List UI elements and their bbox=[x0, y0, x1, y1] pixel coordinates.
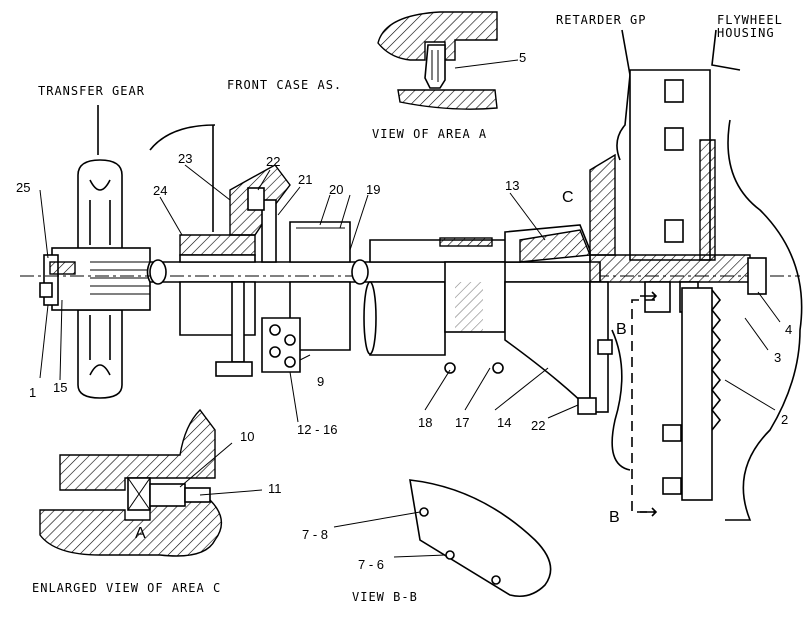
callout-1: 1 bbox=[29, 385, 36, 400]
area-c-detail bbox=[39, 408, 263, 557]
label-view-bb: VIEW B-B bbox=[352, 590, 418, 604]
callout-22-top: 22 bbox=[266, 154, 280, 169]
front-case bbox=[149, 124, 351, 377]
callout-7-8: 7 - 8 bbox=[302, 527, 328, 542]
section-marker-b-top: B bbox=[616, 321, 627, 338]
callout-10: 10 bbox=[240, 429, 254, 444]
label-transfer-gear: TRANSFER GEAR bbox=[38, 84, 145, 98]
callout-2: 2 bbox=[781, 412, 788, 427]
label-housing: HOUSING bbox=[717, 26, 775, 40]
label-retarder-gp: RETARDER GP bbox=[556, 13, 646, 27]
label-front-case: FRONT CASE AS. bbox=[227, 78, 342, 92]
leader-lines bbox=[39, 164, 781, 423]
callout-4: 4 bbox=[785, 322, 792, 337]
callout-25: 25 bbox=[16, 180, 30, 195]
callout-3: 3 bbox=[774, 350, 781, 365]
callout-23: 23 bbox=[178, 151, 192, 166]
callout-24: 24 bbox=[153, 183, 167, 198]
callout-7-6: 7 - 6 bbox=[358, 557, 384, 572]
text-labels: TRANSFER GEAR FRONT CASE AS. VIEW OF ARE… bbox=[32, 13, 783, 604]
callout-22-bottom: 22 bbox=[531, 418, 545, 433]
middle-section bbox=[363, 224, 591, 412]
label-enlarged-view: ENLARGED VIEW OF AREA C bbox=[32, 581, 221, 595]
callout-21: 21 bbox=[298, 172, 312, 187]
callout-17: 17 bbox=[455, 415, 469, 430]
callout-15: 15 bbox=[53, 380, 67, 395]
section-marker-a: A bbox=[135, 525, 146, 542]
callout-9: 9 bbox=[317, 374, 324, 389]
label-flywheel: FLYWHEEL bbox=[717, 13, 783, 27]
view-bb bbox=[333, 479, 552, 598]
callout-19: 19 bbox=[366, 182, 380, 197]
section-marker-c: C bbox=[562, 189, 574, 206]
transfer-gear bbox=[39, 105, 151, 399]
callout-20: 20 bbox=[329, 182, 343, 197]
callout-13: 13 bbox=[505, 178, 519, 193]
callout-14: 14 bbox=[497, 415, 511, 430]
area-a-detail bbox=[377, 11, 519, 110]
label-view-area-a: VIEW OF AREA A bbox=[372, 127, 487, 141]
callout-5: 5 bbox=[519, 50, 526, 65]
callout-18: 18 bbox=[418, 415, 432, 430]
section-marker-b-bottom: B bbox=[609, 509, 620, 526]
callout-numbers: 5 25 1 15 23 24 22 21 20 19 13 9 12 - 16… bbox=[16, 50, 792, 572]
callout-12-16: 12 - 16 bbox=[297, 422, 337, 437]
callout-11: 11 bbox=[268, 481, 282, 496]
retarder-flywheel bbox=[577, 29, 803, 521]
